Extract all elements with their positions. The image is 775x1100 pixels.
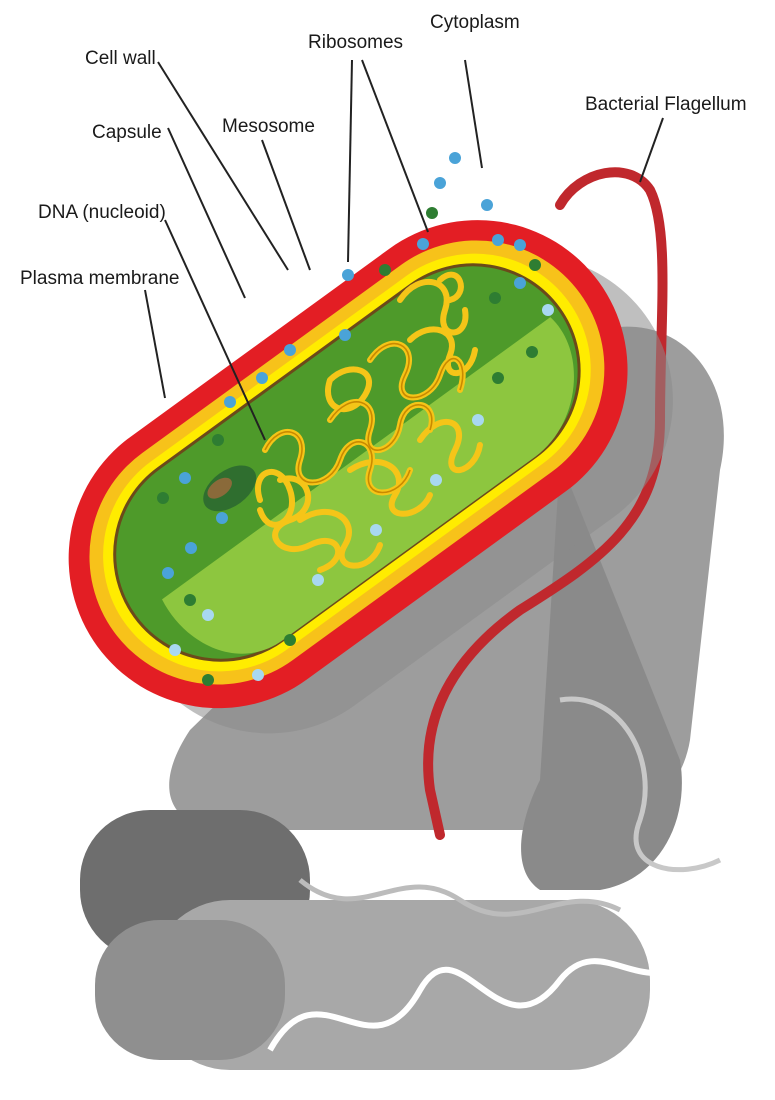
ribosome-dot bbox=[514, 239, 526, 251]
ribosome-dot bbox=[426, 207, 438, 219]
leader-ribosomes-1 bbox=[348, 60, 352, 262]
ribosome-dot bbox=[284, 344, 296, 356]
ribosome-dot bbox=[430, 474, 442, 486]
leader-plasma-membrane bbox=[145, 290, 165, 398]
ribosome-dot bbox=[370, 524, 382, 536]
label-mesosome: Mesosome bbox=[222, 116, 315, 137]
ribosome-dot bbox=[434, 177, 446, 189]
ribosome-dot bbox=[312, 574, 324, 586]
leader-mesosome bbox=[262, 140, 310, 270]
leader-cytoplasm bbox=[465, 60, 482, 168]
leader-capsule bbox=[168, 128, 245, 298]
ribosome-dot bbox=[179, 472, 191, 484]
ribosome-dot bbox=[184, 594, 196, 606]
leader-cell-wall bbox=[158, 62, 288, 270]
ribosome-dot bbox=[169, 644, 181, 656]
ribosome-dot bbox=[224, 396, 236, 408]
ribosome-dot bbox=[417, 238, 429, 250]
ribosome-dot bbox=[529, 259, 541, 271]
ribosome-dot bbox=[489, 292, 501, 304]
ribosome-dot bbox=[379, 264, 391, 276]
ribosome-dot bbox=[449, 152, 461, 164]
ribosome-dot bbox=[492, 234, 504, 246]
ribosome-dot bbox=[481, 199, 493, 211]
leader-flagellum bbox=[640, 118, 663, 182]
ribosome-dot bbox=[202, 609, 214, 621]
ribosome-dot bbox=[216, 512, 228, 524]
label-plasma-membrane: Plasma membrane bbox=[20, 268, 179, 289]
ribosome-dot bbox=[339, 329, 351, 341]
ribosome-dot bbox=[252, 669, 264, 681]
leader-ribosomes-2 bbox=[362, 60, 428, 232]
label-bacterial-flagellum: Bacterial Flagellum bbox=[585, 94, 747, 115]
ribosome-dot bbox=[472, 414, 484, 426]
ribosome-dot bbox=[514, 277, 526, 289]
ribosome-dot bbox=[284, 634, 296, 646]
label-cell-wall: Cell wall bbox=[85, 48, 156, 69]
ribosome-dot bbox=[157, 492, 169, 504]
ribosome-dot bbox=[526, 346, 538, 358]
label-capsule: Capsule bbox=[92, 122, 162, 143]
ribosome-dot bbox=[202, 674, 214, 686]
ribosome-dot bbox=[256, 372, 268, 384]
ribosome-dot bbox=[542, 304, 554, 316]
ribosome-dot bbox=[492, 372, 504, 384]
ribosome-dot bbox=[342, 269, 354, 281]
label-dna-nucleoid: DNA (nucleoid) bbox=[38, 202, 166, 223]
ribosome-dot bbox=[212, 434, 224, 446]
ribosome-dot bbox=[185, 542, 197, 554]
background-cell-bottom-left bbox=[95, 920, 285, 1060]
labels: Cell wall Capsule DNA (nucleoid) Plasma … bbox=[20, 12, 747, 289]
label-cytoplasm: Cytoplasm bbox=[430, 12, 520, 33]
label-ribosomes: Ribosomes bbox=[308, 32, 403, 53]
ribosome-dot bbox=[162, 567, 174, 579]
